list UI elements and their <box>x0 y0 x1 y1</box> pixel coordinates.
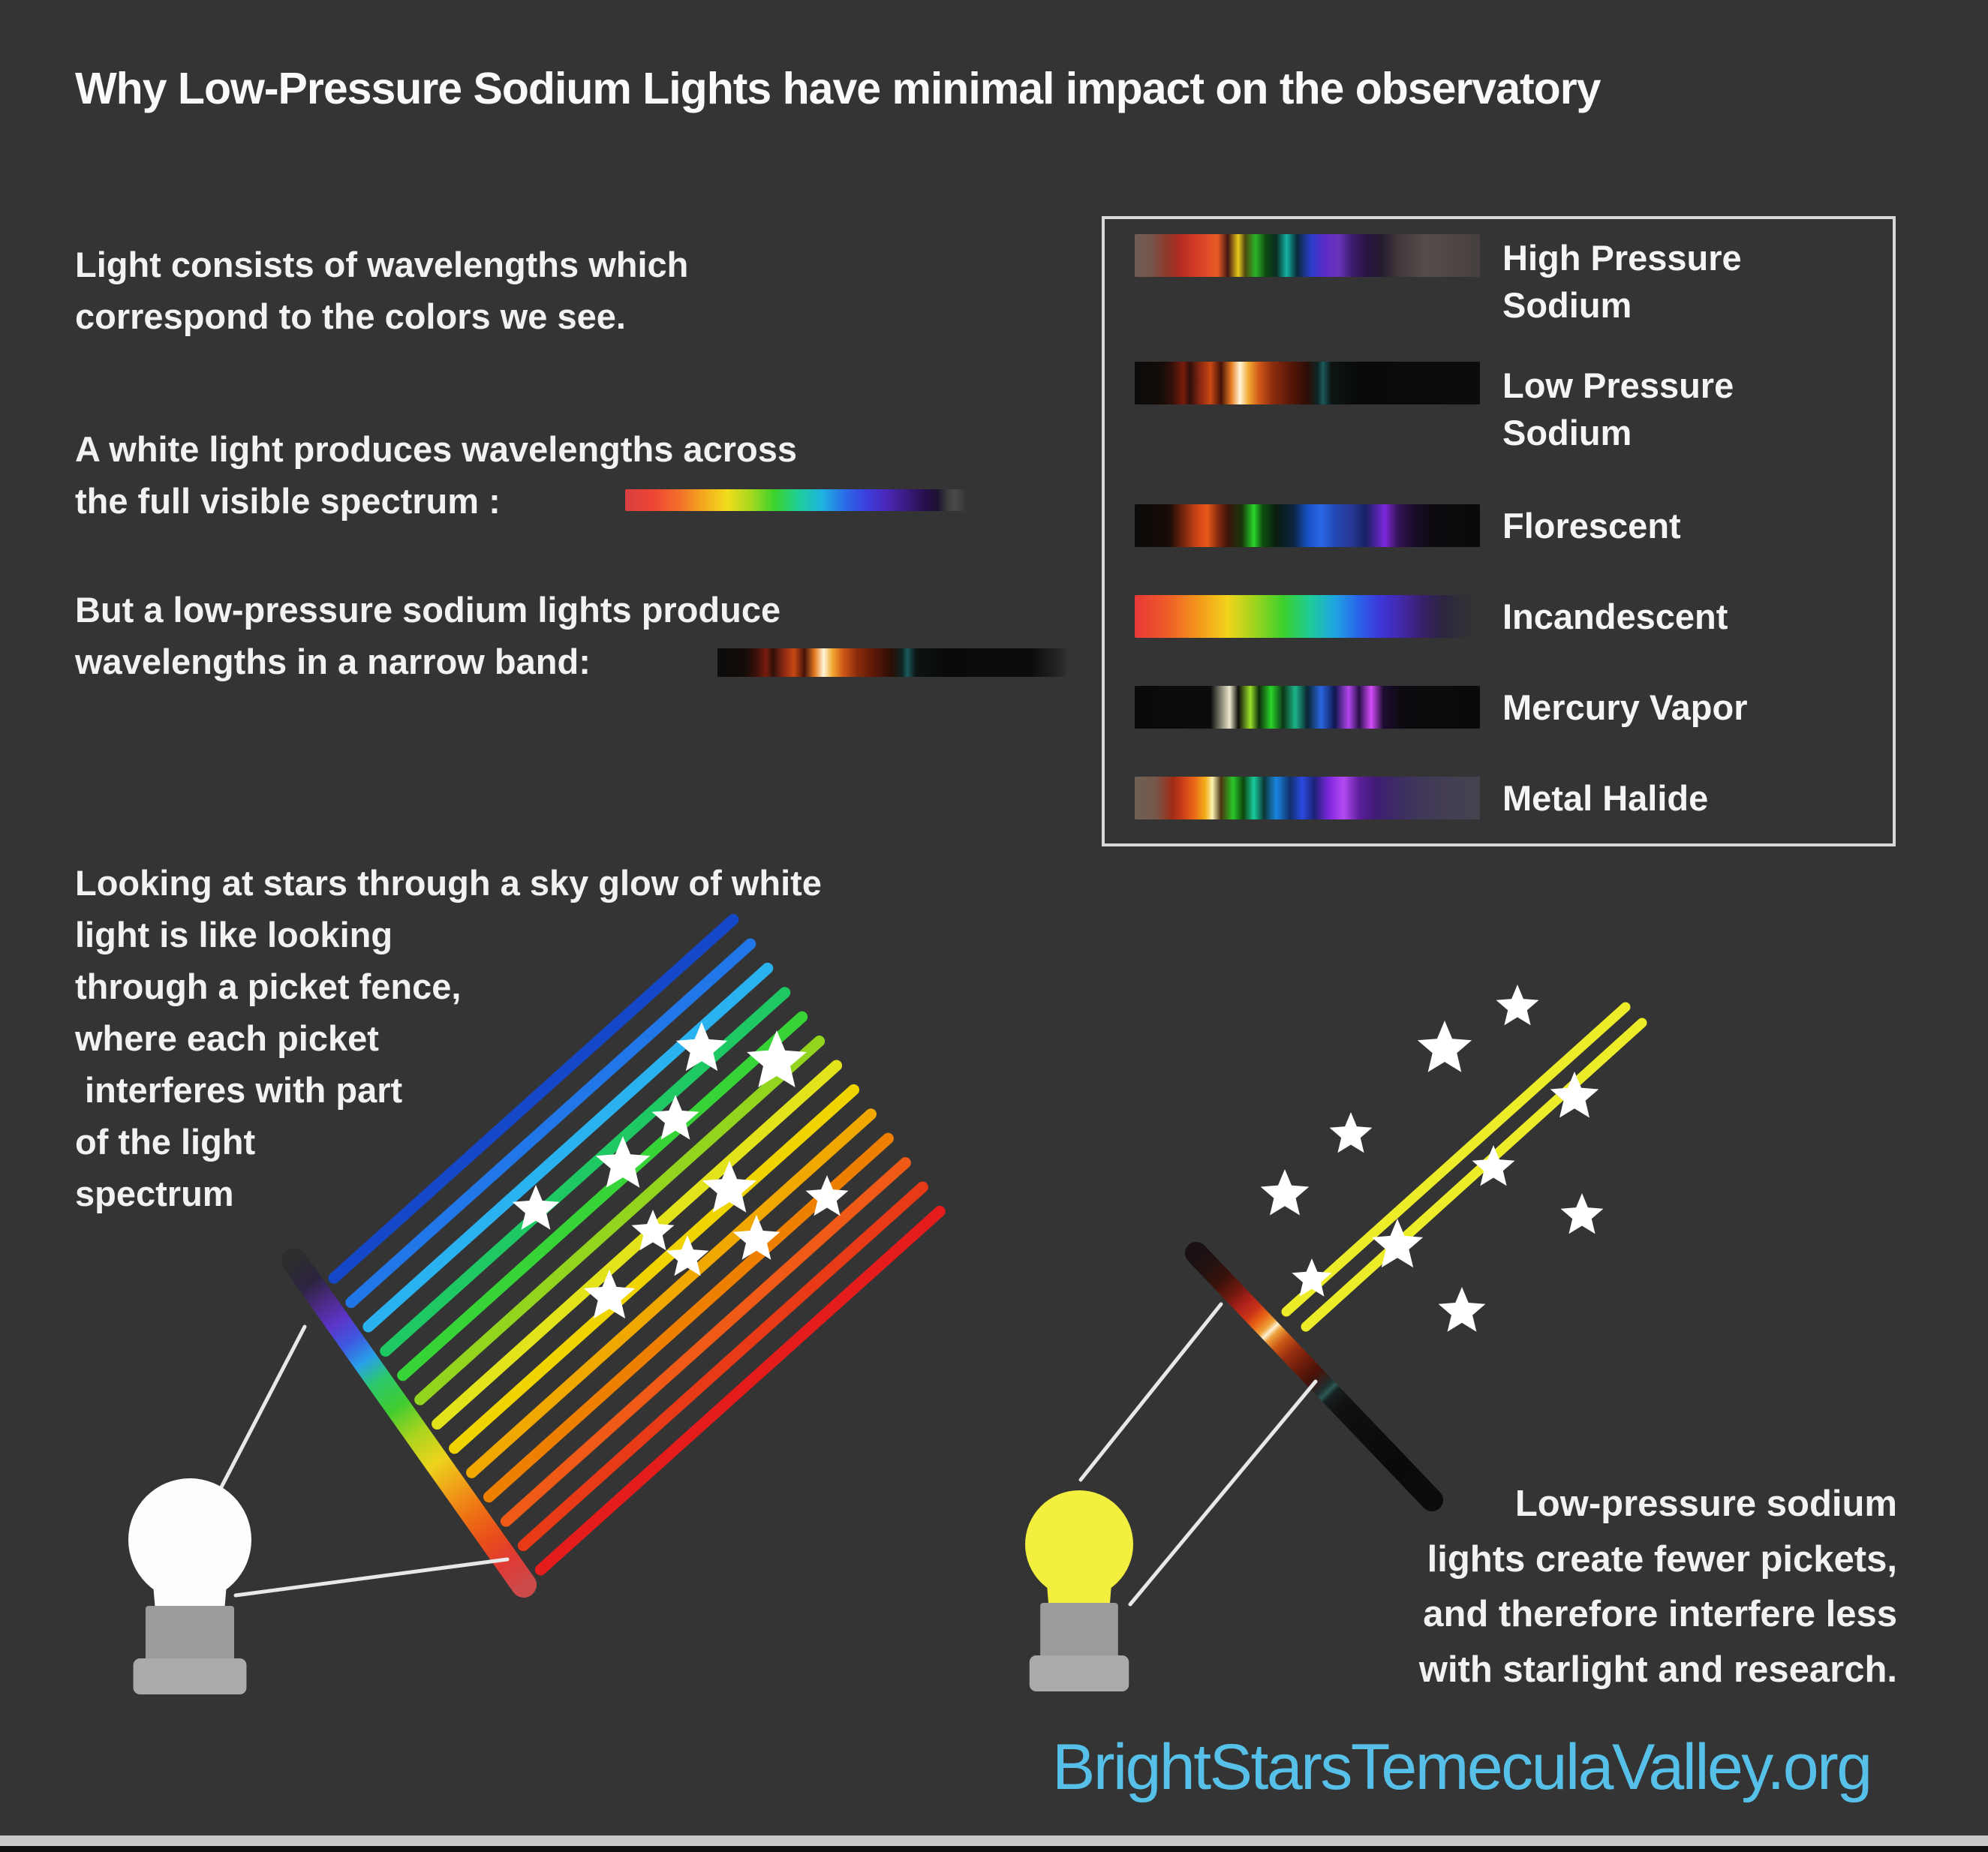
text-line: wavelengths in a narrow band: <box>75 642 591 682</box>
text-line: A white light produces wavelengths acros… <box>75 429 797 469</box>
text-line: lights create fewer pickets, <box>1427 1538 1897 1580</box>
bulb-neck <box>1045 1568 1113 1619</box>
legend-row: Mercury Vapor <box>1135 662 1893 753</box>
legend-label: Low Pressure Sodium <box>1502 365 1734 453</box>
star-icon <box>1417 1021 1472 1072</box>
text-line: spectrum <box>75 1174 234 1214</box>
star-icon <box>1329 1112 1373 1153</box>
intro-paragraph: Light consists of wavelengths which corre… <box>75 239 688 342</box>
text-line: correspond to the colors we see. <box>75 296 626 337</box>
text-line: where each picket <box>75 1018 379 1059</box>
connector-line <box>1078 1302 1223 1482</box>
text-line: of the light <box>75 1122 256 1162</box>
connector-line <box>1128 1379 1318 1607</box>
legend-spectrum-bar <box>1135 234 1480 277</box>
star-icon <box>1550 1072 1599 1118</box>
legend-label: Incandescent <box>1502 596 1728 636</box>
full-spectrum-bar <box>625 489 964 511</box>
star-icon <box>1560 1193 1604 1234</box>
legend-row: Low Pressure Sodium <box>1135 353 1893 480</box>
star-icon <box>1260 1169 1310 1216</box>
sodium-spectrum-stick <box>1185 1242 1443 1511</box>
text-line: with starlight and research. <box>1418 1649 1897 1690</box>
legend-label: Metal Halide <box>1502 777 1709 818</box>
footer-divider <box>0 1835 1988 1846</box>
prism-spectrum-stick <box>281 1248 537 1598</box>
star-icon <box>1292 1258 1332 1297</box>
legend-spectrum-bar <box>1135 777 1480 819</box>
bulb-socket <box>1040 1603 1118 1660</box>
bulb-base <box>1029 1655 1129 1691</box>
text-line: interferes with part <box>75 1070 403 1111</box>
conclusion-paragraph: Low-pressure sodium lights create fewer p… <box>1419 1477 1897 1697</box>
legend-label: High Pressure Sodium <box>1502 238 1742 326</box>
text-line: the full visible spectrum : <box>75 481 501 522</box>
connector-line <box>233 1557 510 1598</box>
white-light-bulb <box>128 1478 251 1694</box>
text-line: light is like looking <box>75 915 393 955</box>
text-line: But a low-pressure sodium lights produce <box>75 590 781 630</box>
text-line: and therefore interfere less <box>1423 1594 1897 1634</box>
star-icon <box>583 1270 636 1319</box>
star-icon <box>1472 1145 1515 1186</box>
text-line: Light consists of wavelengths which <box>75 245 689 284</box>
legend-spectrum-bar <box>1135 595 1480 638</box>
sodium-beam <box>1301 1018 1647 1332</box>
sodium-light-paragraph: But a low-pressure sodium lights produce… <box>75 584 780 687</box>
narrow-band-spectrum-bar <box>717 648 1066 677</box>
sodium-beam <box>1281 1002 1631 1317</box>
page-title: Why Low-Pressure Sodium Lights have mini… <box>75 64 1601 113</box>
rainbow-beam <box>517 1181 928 1552</box>
legend-row: Florescent <box>1135 480 1893 571</box>
legend-spectrum-bar <box>1135 504 1480 547</box>
website-url: BrightStarsTemeculaValley.org <box>1052 1731 1872 1803</box>
bulb-glass <box>128 1478 251 1601</box>
star-icon <box>1496 985 1539 1026</box>
text-line: Low-pressure sodium <box>1514 1484 1897 1524</box>
picket-fence-paragraph: Looking at stars through a sky glow of w… <box>75 857 822 1220</box>
legend-spectrum-bar <box>1135 686 1480 729</box>
footer-edge <box>0 1846 1988 1852</box>
bulb-socket <box>145 1606 235 1663</box>
rainbow-beam <box>534 1205 946 1576</box>
legend-row: High Pressure Sodium <box>1135 225 1893 353</box>
legend-row: Incandescent <box>1135 571 1893 662</box>
text-line: through a picket fence, <box>75 967 462 1007</box>
text-line: Looking at stars through a sky glow of w… <box>75 863 822 903</box>
sodium-light-bulb <box>1025 1490 1133 1691</box>
bulb-glass <box>1025 1490 1133 1598</box>
bulb-neck <box>152 1567 228 1622</box>
star-icon <box>1438 1287 1486 1332</box>
legend-row: Metal Halide <box>1135 753 1893 843</box>
connector-line <box>202 1324 307 1523</box>
legend-label: Mercury Vapor <box>1502 687 1748 727</box>
star-icon <box>732 1215 780 1260</box>
bulb-base <box>133 1658 247 1694</box>
white-light-paragraph: A white light produces wavelengths acros… <box>75 423 797 527</box>
legend-label: Florescent <box>1502 505 1681 546</box>
legend-spectrum-bar <box>1135 362 1480 404</box>
star-icon <box>1371 1219 1424 1268</box>
star-icon <box>666 1235 709 1276</box>
